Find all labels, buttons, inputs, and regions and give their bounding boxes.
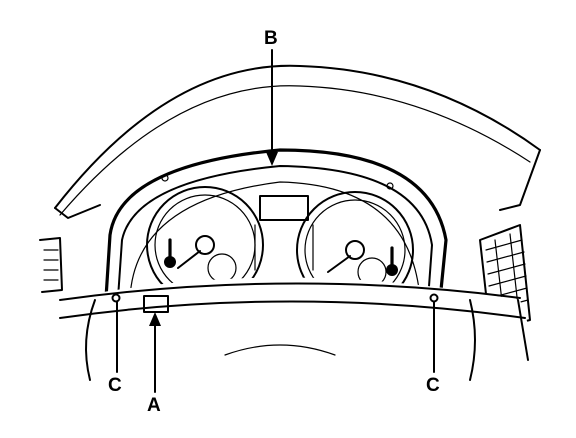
callout-c-right: C xyxy=(426,375,440,396)
steering-wheel xyxy=(59,277,540,381)
center-display xyxy=(259,195,309,221)
callout-b: B xyxy=(264,28,278,49)
leader-lines xyxy=(116,49,435,393)
callout-c-left: C xyxy=(108,375,122,396)
screw-c-left xyxy=(111,293,121,303)
part-a-switch xyxy=(143,295,169,313)
left-vent xyxy=(39,237,63,293)
callout-a: A xyxy=(147,395,161,416)
cluster-bezel xyxy=(104,148,448,302)
dashboard-outline xyxy=(54,64,541,219)
